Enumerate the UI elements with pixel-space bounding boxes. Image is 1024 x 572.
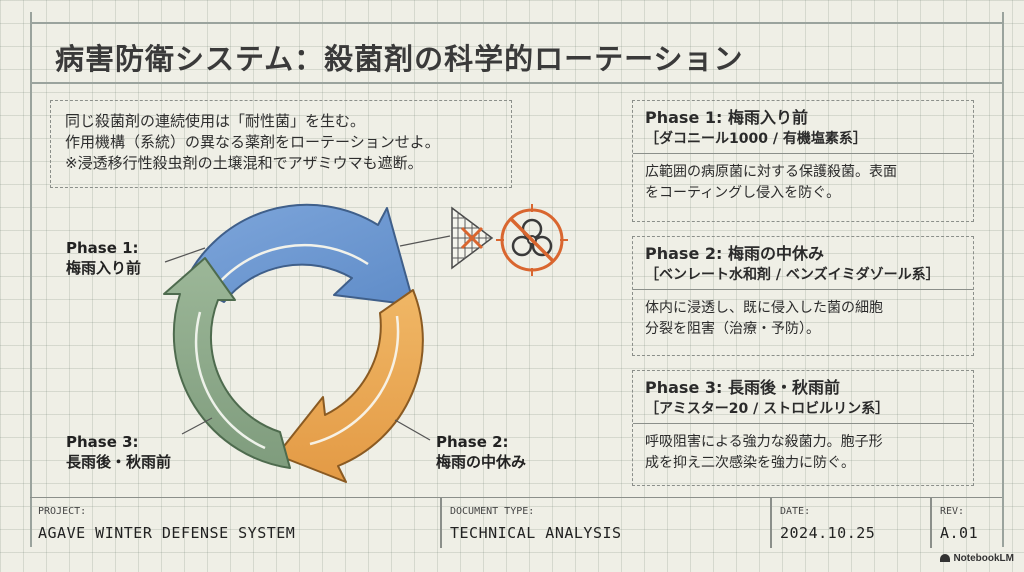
cycle-label-phase1-name: 梅雨入り前 <box>66 259 142 277</box>
leader-phase1 <box>164 247 206 263</box>
footer-project-label: PROJECT: <box>38 506 87 517</box>
footer-date-cell: DATE: 2024.10.25 <box>772 498 930 548</box>
phase-card-2-header: Phase 2: 梅雨の中休み ［ベンレート水和剤 / ベンズイミダゾール系］ <box>633 237 973 290</box>
page-title: 病害防衛システム：殺菌剤の科学的ローテーション <box>55 42 744 76</box>
phase-card-2-heading: Phase 2: 梅雨の中休み <box>645 244 824 263</box>
frame-right-line <box>1002 12 1004 547</box>
cycle-label-phase2-name: 梅雨の中休み <box>436 453 527 471</box>
cycle-inner-line-phase2 <box>309 315 400 446</box>
cycle-label-phase1-title: Phase 1: <box>66 239 139 257</box>
phase-card-1: Phase 1: 梅雨入り前 ［ダコニール1000 / 有機塩素系］ 広範囲の病… <box>632 100 974 222</box>
phase-card-1-header: Phase 1: 梅雨入り前 ［ダコニール1000 / 有機塩素系］ <box>633 101 973 154</box>
footer-doctype-value: TECHNICAL ANALYSIS <box>450 524 622 542</box>
cycle-inner-line-phase3 <box>194 311 266 450</box>
footer-date-label: DATE: <box>780 506 811 517</box>
footer-rev-label: REV: <box>940 506 965 517</box>
footer-project-value: AGAVE WINTER DEFENSE SYSTEM <box>38 524 296 542</box>
leader-shield <box>399 235 451 247</box>
phase-card-3: Phase 3: 長雨後・秋雨前 ［アミスター20 / ストロビルリン系］ 呼吸… <box>632 370 974 486</box>
phase-card-3-body-line-2: 成を抑え二次感染を強力に防ぐ。 <box>645 455 855 471</box>
footer-doctype-label: DOCUMENT TYPE: <box>450 506 535 517</box>
cycle-arrow-phase2 <box>276 289 424 483</box>
intro-line-2: 作用機構（系統）の異なる薬剤をローテーションせよ。 <box>65 133 440 151</box>
title-underline <box>30 82 1002 84</box>
phase-card-1-body-line-2: をコーティングし侵入を防ぐ。 <box>645 185 841 201</box>
leader-phase3 <box>181 417 213 435</box>
phase-card-2-agent: ［ベンレート水和剤 / ベンズイミダゾール系］ <box>645 267 940 283</box>
phase-card-3-header: Phase 3: 長雨後・秋雨前 ［アミスター20 / ストロビルリン系］ <box>633 371 973 424</box>
frame-left-line <box>30 12 32 547</box>
cycle-label-phase2: Phase 2: 梅雨の中休み <box>436 432 526 472</box>
footer-divider-3 <box>930 498 932 548</box>
footer-date-value: 2024.10.25 <box>780 524 876 542</box>
phase-card-2-body-line-1: 体内に浸透し、既に侵入した菌の細胞 <box>645 300 883 316</box>
footer-project-cell: PROJECT: AGAVE WINTER DEFENSE SYSTEM <box>30 498 440 548</box>
biohazard-prohibited-icon <box>496 204 568 276</box>
phase-card-1-body-line-1: 広範囲の病原菌に対する保護殺菌。表面 <box>645 164 897 180</box>
footer-divider-2 <box>770 498 772 548</box>
leader-phase2 <box>394 419 431 441</box>
brand-watermark: NotebookLM <box>940 553 1014 564</box>
cycle-arrow-phase1 <box>184 203 415 306</box>
cycle-arrow-phase3 <box>163 257 291 469</box>
phase-card-2: Phase 2: 梅雨の中休み ［ベンレート水和剤 / ベンズイミダゾール系］ … <box>632 236 974 356</box>
notebooklm-logo-icon <box>940 554 951 563</box>
phase-card-3-body: 呼吸阻害による強力な殺菌力。胞子形 成を抑え二次感染を強力に防ぐ。 <box>633 424 973 480</box>
phase-card-2-body: 体内に浸透し、既に侵入した菌の細胞 分裂を阻害（治療・予防）。 <box>633 290 973 346</box>
footer-divider-1 <box>440 498 442 548</box>
phase-card-2-body-line-2: 分裂を阻害（治療・予防）。 <box>645 321 820 337</box>
frame-top-line <box>30 22 1002 24</box>
phase-card-1-agent: ［ダコニール1000 / 有機塩素系］ <box>645 131 867 147</box>
intro-line-3: ※浸透移行性殺虫剤の土壌混和でアザミウマも遮断。 <box>65 154 423 172</box>
cycle-label-phase1: Phase 1: 梅雨入り前 <box>66 238 141 278</box>
phase-card-3-body-line-1: 呼吸阻害による強力な殺菌力。胞子形 <box>645 434 883 450</box>
brand-name: NotebookLM <box>953 553 1014 564</box>
mesh-shield-icon <box>451 206 494 270</box>
cycle-label-phase3: Phase 3: 長雨後・秋雨前 <box>66 432 171 472</box>
intro-note: 同じ殺菌剤の連続使用は「耐性菌」を生む。 作用機構（系統）の異なる薬剤をローテー… <box>50 100 512 188</box>
phase-card-1-body: 広範囲の病原菌に対する保護殺菌。表面 をコーティングし侵入を防ぐ。 <box>633 154 973 210</box>
cycle-label-phase2-title: Phase 2: <box>436 433 509 451</box>
footer-rev-cell: REV: A.01 <box>932 498 1000 548</box>
footer-doctype-cell: DOCUMENT TYPE: TECHNICAL ANALYSIS <box>442 498 770 548</box>
footer-rev-value: A.01 <box>940 524 979 542</box>
footer-title-block: PROJECT: AGAVE WINTER DEFENSE SYSTEM DOC… <box>30 497 1002 548</box>
cycle-label-phase3-title: Phase 3: <box>66 433 139 451</box>
phase-card-1-heading: Phase 1: 梅雨入り前 <box>645 108 808 127</box>
phase-card-3-agent: ［アミスター20 / ストロビルリン系］ <box>645 401 890 417</box>
intro-line-1: 同じ殺菌剤の連続使用は「耐性菌」を生む。 <box>65 112 366 130</box>
cycle-label-phase3-name: 長雨後・秋雨前 <box>66 453 172 471</box>
cycle-inner-line-phase1 <box>212 243 369 291</box>
phase-card-3-heading: Phase 3: 長雨後・秋雨前 <box>645 378 840 397</box>
